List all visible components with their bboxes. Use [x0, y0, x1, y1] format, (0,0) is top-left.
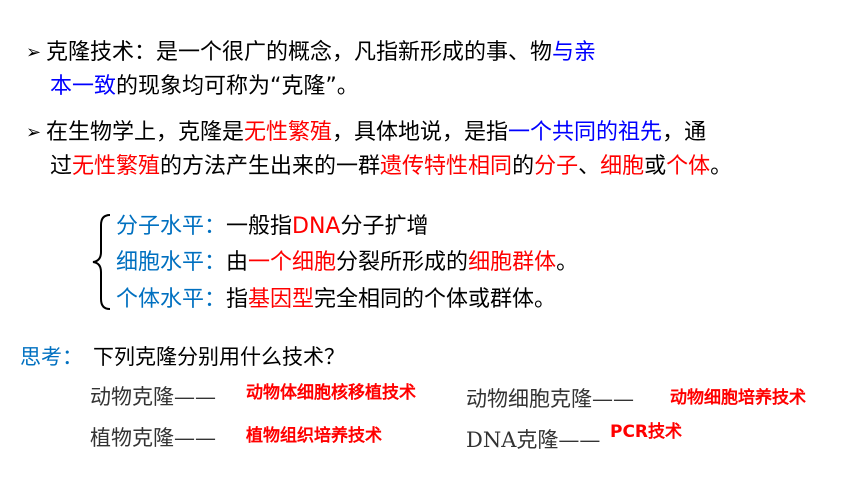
- bio-red-molecule: 分子: [534, 154, 579, 179]
- animal-cell-clone-answer: 动物细胞培养技术: [670, 388, 806, 408]
- level-individual: 个体水平：指基因型完全相同的个体或群体。: [116, 283, 556, 317]
- bio-blue-ancestor: 一个共同的祖先: [508, 120, 663, 145]
- level-molecule-text: 一般指: [226, 214, 293, 239]
- bio-text-f: 过: [50, 154, 73, 179]
- animal-clone-label: 动物克隆——: [90, 385, 216, 409]
- level-individual-text: 指: [226, 287, 249, 312]
- level-cell-text-3: 。: [556, 250, 579, 275]
- level-cell-red-1: 一个细胞: [248, 250, 337, 275]
- plant-clone-answer: 植物组织培养技术: [246, 426, 382, 446]
- bio-red-individual: 个体: [666, 154, 711, 179]
- definition-line-1: 克隆技术：是一个很广的概念，凡指新形成的事、物与亲: [46, 36, 596, 70]
- animal-clone-answer: 动物体细胞核移植技术: [246, 383, 416, 403]
- level-individual-red: 基因型: [248, 287, 315, 312]
- definition-highlight: 与亲: [552, 40, 597, 65]
- dna-clone-answer: PCR技术: [610, 422, 683, 442]
- level-cell-text: 由: [226, 250, 249, 275]
- biology-line-1: 在生物学上，克隆是无性繁殖，具体地说，是指一个共同的祖先，通: [46, 116, 706, 150]
- curly-brace: [92, 214, 111, 310]
- level-individual-label: 个体水平：: [116, 287, 227, 312]
- level-molecule-text-2: 分子扩增: [340, 214, 429, 239]
- bio-red-asexual: 无性繁殖: [244, 120, 333, 145]
- dna-clone-label: DNA克隆——: [466, 428, 601, 452]
- bullet-1: ➢: [26, 42, 42, 63]
- bio-red-cell: 细胞: [600, 154, 645, 179]
- bullet-2: ➢: [26, 122, 42, 143]
- definition-text-2: 的现象均可称为“克隆”。: [116, 74, 359, 99]
- level-molecule-label: 分子水平：: [116, 214, 227, 239]
- level-molecule: 分子水平：一般指DNA分子扩增: [116, 210, 429, 244]
- bio-text-h: 的方法产生出来的一群: [160, 154, 381, 179]
- level-individual-text-2: 完全相同的个体或群体。: [314, 287, 557, 312]
- bio-red-asexual-2: 无性繁殖: [72, 154, 161, 179]
- level-molecule-dna: DNA: [292, 214, 341, 239]
- bio-text-p: 。: [710, 154, 733, 179]
- think-question: 下列克隆分别用什么技术？: [93, 345, 345, 369]
- definition-text: 克隆技术：是一个很广的概念，凡指新形成的事、物: [46, 40, 553, 65]
- definition-line-2: 本一致的现象均可称为“克隆”。: [50, 70, 359, 104]
- think-label: 思考：: [20, 345, 83, 369]
- bio-text-j: 的: [512, 154, 535, 179]
- bio-red-genetic: 遗传特性相同: [380, 154, 513, 179]
- bio-text-e: ，通: [662, 120, 707, 145]
- definition-highlight-2: 本一致: [50, 74, 117, 99]
- level-cell-label: 细胞水平：: [116, 250, 227, 275]
- bio-text-l: 、: [578, 154, 601, 179]
- level-cell-red-2: 细胞群体: [468, 250, 557, 275]
- level-cell-text-2: 分裂所形成的: [336, 250, 469, 275]
- biology-line-2: 过无性繁殖的方法产生出来的一群遗传特性相同的分子、细胞或个体。: [50, 150, 732, 184]
- think-line: 思考： 下列克隆分别用什么技术？: [20, 342, 345, 372]
- bio-text-c: ，具体地说，是指: [332, 120, 509, 145]
- plant-clone-label: 植物克隆——: [90, 426, 216, 450]
- bio-text-a: 在生物学上，克隆是: [46, 120, 245, 145]
- level-cell: 细胞水平：由一个细胞分裂所形成的细胞群体。: [116, 246, 578, 280]
- bio-text-n: 或: [644, 154, 667, 179]
- animal-cell-clone-label: 动物细胞克隆——: [466, 387, 634, 411]
